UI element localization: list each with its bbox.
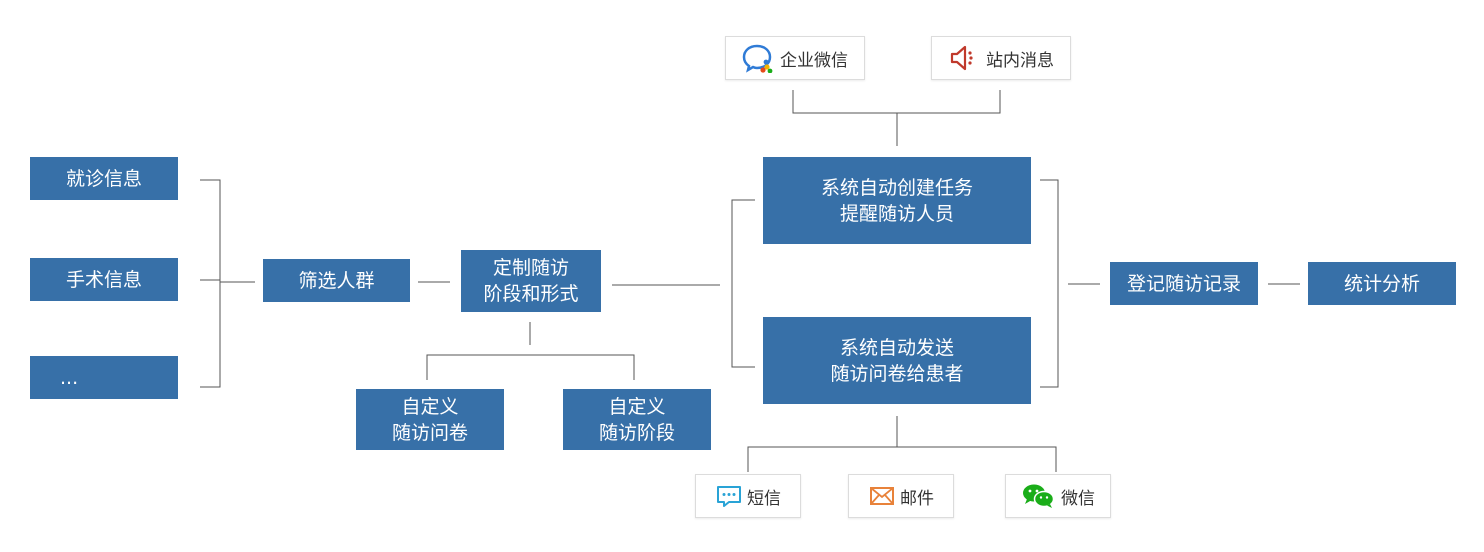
channel-site-message: 站内消息	[931, 36, 1071, 80]
customize-stage-form-box: 定制随访 阶段和形式	[461, 250, 601, 312]
auto-send-questionnaire-box: 系统自动发送 随访问卷给患者	[763, 317, 1031, 404]
custom-questionnaire-box: 自定义 随访问卷	[356, 389, 504, 450]
custom-questionnaire-line1: 自定义	[401, 395, 459, 418]
sms-icon	[717, 486, 741, 507]
channel-wechat: 微信	[1005, 474, 1111, 518]
custom-stage-box: 自定义 随访阶段	[563, 389, 711, 450]
auto-send-line2: 随访问卷给患者	[830, 362, 964, 385]
mail-icon	[870, 487, 894, 505]
custom-stage-line2: 随访阶段	[598, 421, 675, 444]
auto-task-line2: 提醒随访人员	[839, 202, 954, 225]
custom-stage-line1: 自定义	[608, 395, 666, 418]
input-surgery-info: 手术信息	[30, 258, 178, 301]
input-more: ...	[30, 356, 178, 399]
record-followup-box: 登记随访记录	[1110, 262, 1258, 305]
customize-line2: 阶段和形式	[483, 283, 579, 305]
filter-population-box: 筛选人群	[263, 259, 410, 302]
statistics-analysis-box: 统计分析	[1308, 262, 1456, 305]
channel-sms-label: 短信	[747, 488, 781, 509]
channel-wecom-label: 企业微信	[780, 50, 848, 71]
channel-site-message-label: 站内消息	[986, 50, 1054, 71]
input-visit-info: 就诊信息	[30, 157, 178, 200]
speaker-icon	[950, 45, 973, 71]
customize-line1: 定制随访	[492, 257, 569, 279]
auto-send-line1: 系统自动发送	[839, 336, 954, 359]
channel-mail: 邮件	[848, 474, 954, 518]
custom-questionnaire-line2: 随访问卷	[391, 421, 468, 444]
channel-wechat-label: 微信	[1061, 488, 1095, 509]
channel-wecom: 企业微信	[725, 36, 865, 80]
wecom-icon	[742, 44, 773, 73]
auto-create-task-box: 系统自动创建任务 提醒随访人员	[763, 157, 1031, 244]
wechat-icon	[1023, 484, 1055, 508]
channel-mail-label: 邮件	[900, 488, 934, 509]
channel-sms: 短信	[695, 474, 801, 518]
auto-task-line1: 系统自动创建任务	[820, 176, 973, 199]
